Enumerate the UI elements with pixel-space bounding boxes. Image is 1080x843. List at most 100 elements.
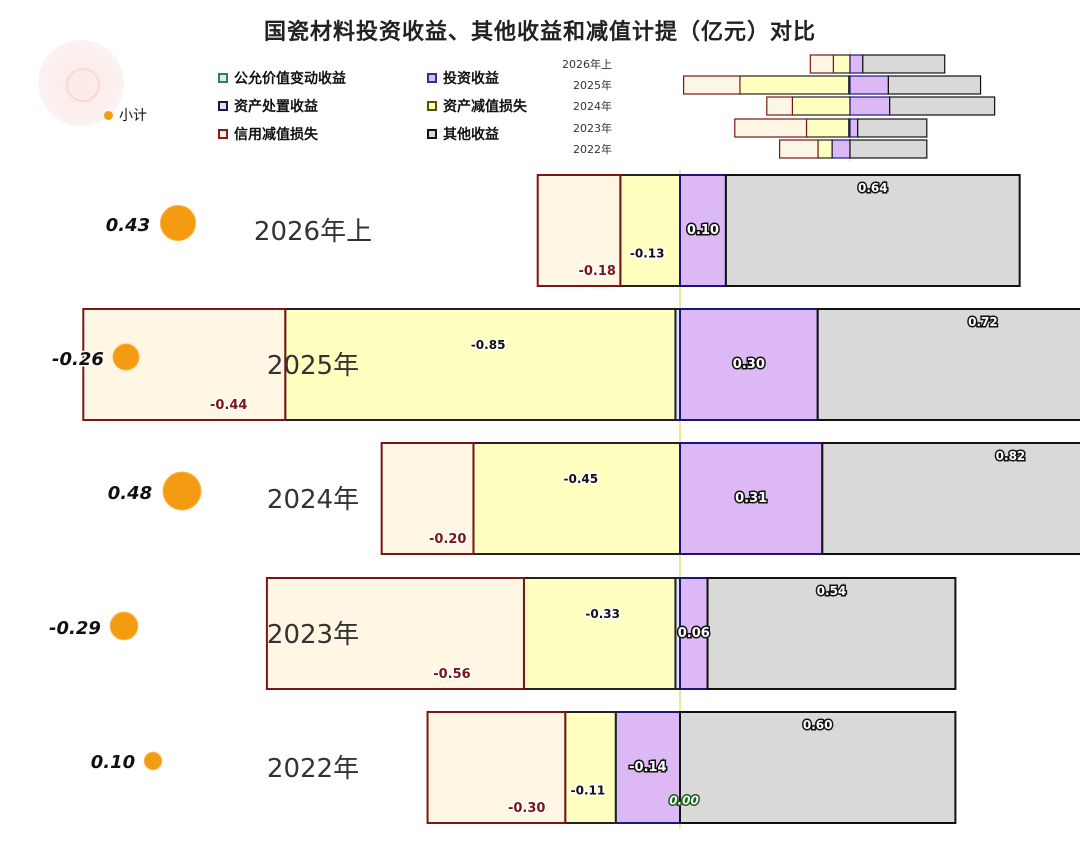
mini-bar-other (887, 75, 982, 95)
legend-label: 信用减值损失 (234, 127, 318, 143)
data-label: 0.72 (968, 315, 998, 329)
legend-item: 公允价值变动收益 (218, 68, 346, 88)
subtotal-bubble (112, 343, 140, 371)
data-label: 0.60 (803, 718, 833, 732)
mini-category-label: 2024年 (573, 99, 612, 113)
bar-credit_impairment (82, 308, 287, 421)
mini-bar-asset_impairment (791, 96, 851, 116)
data-label: 0.10 (687, 223, 719, 238)
bar-investment (614, 711, 681, 824)
data-label: -0.44 (210, 398, 247, 413)
data-label: -0.85 (471, 338, 506, 352)
mini-category-label: 2025年 (573, 78, 612, 92)
legend-swatch (218, 101, 228, 111)
legend-item: 资产减值损失 (427, 96, 527, 116)
data-label: -0.14 (629, 760, 666, 775)
legend-swatch (427, 101, 437, 111)
bar-other (679, 711, 957, 824)
legend-item: 资产处置收益 (218, 96, 318, 116)
data-label: -0.30 (508, 801, 545, 816)
subtotal-label: 0.48 (108, 483, 152, 504)
data-label: 0.54 (817, 584, 847, 598)
bar-other (816, 308, 1080, 421)
mini-category-label: 2022年 (573, 142, 612, 156)
bar-other (821, 442, 1080, 555)
mini-bar-investment (849, 75, 890, 95)
legend-label: 其他收益 (443, 127, 499, 143)
category-label: 2023年 (267, 620, 359, 650)
bar-asset_impairment (472, 442, 682, 555)
legend-swatch (218, 73, 228, 83)
mini-bar-credit_impairment (734, 118, 808, 138)
subtotal-bubble (143, 751, 163, 771)
subtotal-bubble (109, 611, 139, 641)
mini-bar-asset_impairment (805, 118, 850, 138)
legend-swatch (427, 73, 437, 83)
category-label: 2026年上 (254, 217, 372, 247)
legend-swatch (427, 129, 437, 139)
mini-bar-asset_impairment (817, 139, 833, 159)
bar-asset_impairment (284, 308, 677, 421)
bar-other (706, 577, 957, 690)
category-label: 2025年 (267, 351, 359, 381)
bar-credit_impairment (536, 174, 622, 287)
legend-item: 其他收益 (427, 124, 499, 144)
legend-item: 信用减值损失 (218, 124, 318, 144)
data-label: -0.33 (585, 607, 620, 621)
mini-category-label: 2026年上 (562, 57, 612, 71)
bar-investment (679, 442, 824, 555)
bar-asset_impairment (619, 174, 682, 287)
subtotal-label: 0.43 (106, 215, 150, 236)
mini-bar-other (862, 54, 946, 74)
data-label: 0.30 (733, 357, 765, 372)
mini-bar-investment (849, 54, 864, 74)
subtotal-legend-dot (104, 110, 113, 120)
mini-bar-other (857, 118, 928, 138)
data-label: 0.64 (858, 181, 888, 195)
data-label: -0.20 (429, 532, 466, 547)
bar-investment (679, 308, 819, 421)
subtotal-bubble (159, 204, 197, 242)
data-label: 0.06 (678, 626, 710, 641)
bar-asset_impairment (564, 711, 617, 824)
mini-bar-asset_impairment (832, 54, 851, 74)
mini-bar-asset_impairment (739, 75, 850, 95)
subtotal-legend: 小计 (104, 105, 147, 125)
mini-category-label: 2023年 (573, 121, 612, 135)
bar-credit_impairment (380, 442, 475, 555)
bar-investment (679, 174, 727, 287)
data-label: -0.13 (630, 246, 665, 260)
mini-bar-credit_impairment (809, 54, 834, 74)
legend-label: 公允价值变动收益 (234, 71, 346, 87)
legend-item: 投资收益 (427, 68, 499, 88)
data-label: -0.11 (571, 783, 606, 797)
mini-bar-credit_impairment (766, 96, 793, 116)
bar-credit_impairment (265, 577, 525, 690)
chart-title: 国瓷材料投资收益、其他收益和减值计提（亿元）对比 (263, 20, 816, 45)
bar-credit_impairment (426, 711, 567, 824)
subtotal-label: -0.26 (52, 349, 104, 370)
mini-bar-investment (831, 139, 851, 159)
subtotal-legend-label: 小计 (119, 108, 147, 124)
legend-label: 投资收益 (443, 71, 499, 87)
category-label: 2024年 (267, 485, 359, 515)
data-label: 0.31 (735, 491, 767, 506)
data-label: -0.18 (578, 264, 615, 279)
data-label: -0.45 (564, 472, 599, 486)
subtotal-label: -0.29 (49, 618, 101, 639)
legend-label: 资产处置收益 (234, 99, 318, 115)
mini-bar-other (849, 139, 928, 159)
data-label: 0.00 (669, 793, 699, 807)
category-label: 2022年 (267, 754, 359, 784)
mini-bar-credit_impairment (778, 139, 819, 159)
data-label: 0.82 (996, 449, 1026, 463)
bar-asset_impairment (522, 577, 677, 690)
mini-bar-investment (849, 118, 859, 138)
mini-bar-credit_impairment (682, 75, 741, 95)
mini-bar-investment (849, 96, 891, 116)
bar-investment (679, 577, 709, 690)
subtotal-bubble (162, 471, 202, 511)
legend-label: 资产减值损失 (443, 99, 527, 115)
bar-other (724, 174, 1021, 287)
